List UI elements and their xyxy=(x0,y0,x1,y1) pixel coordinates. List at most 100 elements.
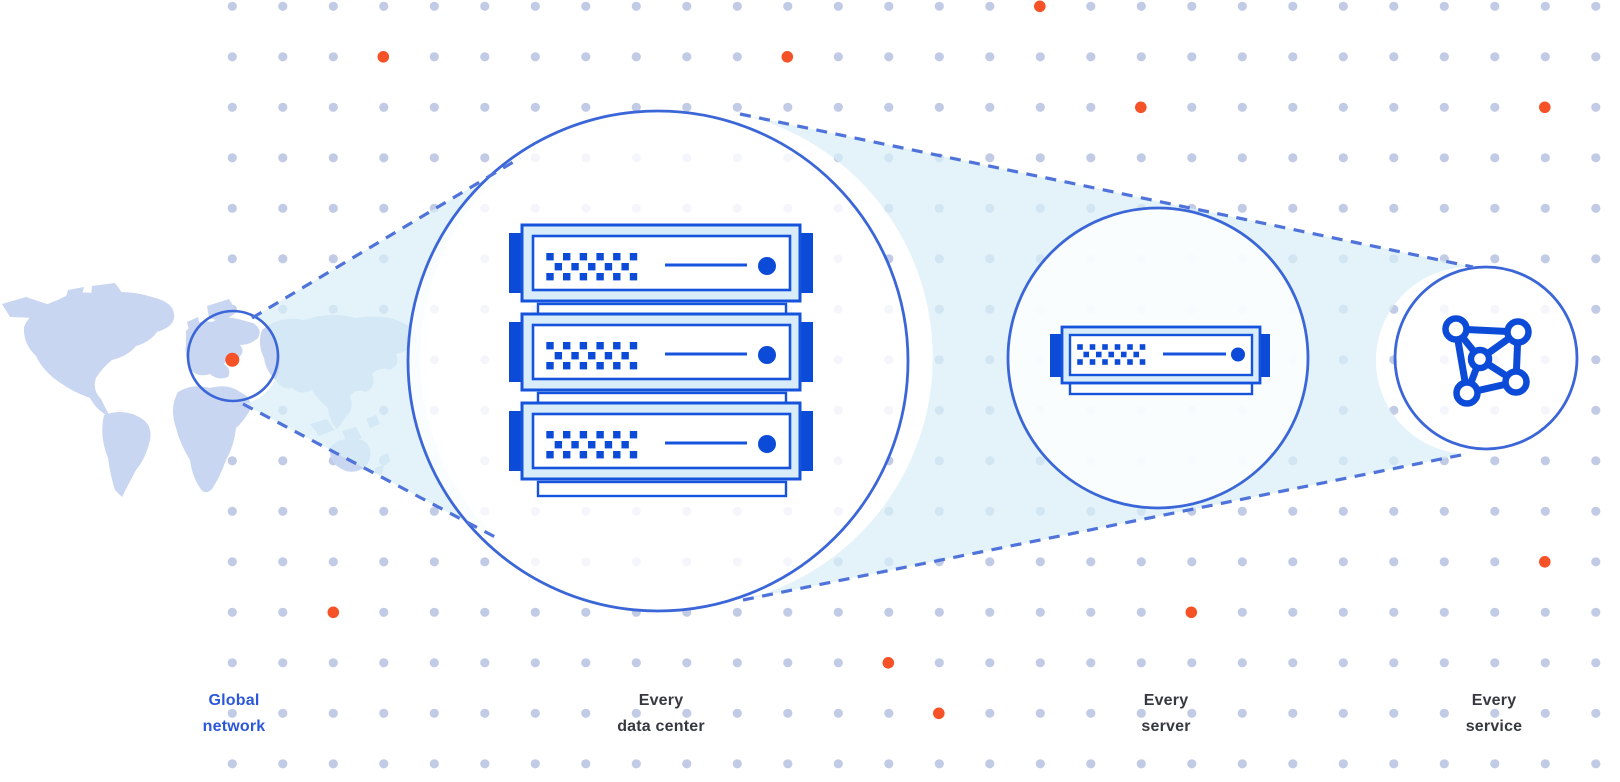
dither-pixel xyxy=(596,342,604,350)
grid-dot xyxy=(278,52,288,62)
grid-dot xyxy=(480,52,490,62)
grid-dot xyxy=(328,506,338,516)
grid-dot xyxy=(278,456,288,466)
grid-dot xyxy=(480,102,490,112)
grid-dot xyxy=(1187,708,1197,718)
grid-dot xyxy=(1540,52,1550,62)
accent-dot xyxy=(1185,606,1198,619)
grid-dot xyxy=(884,1,894,11)
grid-dot xyxy=(1237,102,1247,112)
grid-dot xyxy=(1439,708,1449,718)
grid-dot xyxy=(530,102,540,112)
grid-dot xyxy=(1490,1,1500,11)
dither-pixel xyxy=(613,431,621,439)
dither-pixel xyxy=(1083,351,1090,358)
dither-pixel xyxy=(1133,351,1140,358)
label-line: server xyxy=(1141,718,1191,735)
map-south-america xyxy=(102,411,151,497)
beam-map-to-datacenter xyxy=(243,158,520,538)
grid-dot xyxy=(1136,759,1146,769)
grid-dot xyxy=(429,557,439,567)
dither-pixel xyxy=(546,431,554,439)
grid-dot xyxy=(682,759,692,769)
grid-dot xyxy=(480,607,490,617)
server-led xyxy=(758,257,776,275)
grid-dot xyxy=(429,1,439,11)
grid-dot xyxy=(429,607,439,617)
dither-pixel xyxy=(1114,359,1121,365)
grid-dot xyxy=(833,759,843,769)
grid-dot xyxy=(1439,153,1449,163)
grid-dot xyxy=(1591,1,1601,11)
grid-dot xyxy=(1591,254,1601,264)
grid-dot xyxy=(732,708,742,718)
dither-pixel xyxy=(563,273,571,281)
grid-dot xyxy=(631,759,641,769)
grid-dot xyxy=(480,759,490,769)
grid-dot xyxy=(480,153,490,163)
dither-pixel xyxy=(571,263,579,271)
grid-dot xyxy=(682,1,692,11)
grid-dot xyxy=(1136,557,1146,567)
grid-dot xyxy=(278,506,288,516)
grid-dot xyxy=(1237,658,1247,668)
grid-dot xyxy=(227,102,237,112)
dither-pixel xyxy=(613,451,621,459)
grid-dot xyxy=(1035,153,1045,163)
grid-dot xyxy=(1086,708,1096,718)
grid-dot xyxy=(429,102,439,112)
grid-dot xyxy=(1490,708,1500,718)
dither-pixel xyxy=(579,253,588,261)
grid-dot xyxy=(1540,759,1550,769)
server-led xyxy=(758,346,776,364)
dither-pixel xyxy=(1114,344,1121,350)
grid-dot xyxy=(1490,759,1500,769)
grid-dot xyxy=(1591,102,1601,112)
grid-dot xyxy=(631,658,641,668)
label-every-server: Every server xyxy=(1046,688,1286,740)
dither-pixel xyxy=(571,441,579,449)
grid-dot xyxy=(1389,52,1399,62)
grid-dot xyxy=(1389,1,1399,11)
grid-dot xyxy=(682,708,692,718)
grid-dot xyxy=(1187,153,1197,163)
label-line: data center xyxy=(617,718,705,735)
grid-dot xyxy=(227,456,237,466)
grid-dot xyxy=(1035,557,1045,567)
grid-dot xyxy=(1591,708,1601,718)
grid-dot xyxy=(1439,52,1449,62)
grid-dot xyxy=(1439,102,1449,112)
dither-pixel xyxy=(629,362,638,370)
grid-dot xyxy=(530,1,540,11)
grid-dot xyxy=(1288,759,1298,769)
grid-dot xyxy=(1288,506,1298,516)
grid-dot xyxy=(1490,254,1500,264)
grid-dot xyxy=(1187,658,1197,668)
dither-pixel xyxy=(546,253,554,261)
grid-dot xyxy=(1035,759,1045,769)
grid-dot xyxy=(833,102,843,112)
grid-dot xyxy=(1338,607,1348,617)
grid-dot xyxy=(581,102,591,112)
dither-pixel xyxy=(554,352,563,360)
grid-dot xyxy=(278,153,288,163)
grid-dot xyxy=(1490,607,1500,617)
grid-dot xyxy=(328,557,338,567)
grid-dot xyxy=(985,1,995,11)
grid-dot xyxy=(328,658,338,668)
grid-dot xyxy=(934,607,944,617)
grid-dot xyxy=(1338,52,1348,62)
grid-dot xyxy=(1288,1,1298,11)
grid-dot xyxy=(227,153,237,163)
grid-dot xyxy=(1187,557,1197,567)
mesh-node xyxy=(1442,315,1470,343)
accent-dot xyxy=(781,51,794,63)
grid-dot xyxy=(1540,254,1550,264)
dither-pixel xyxy=(546,362,554,370)
mesh-spokes xyxy=(1452,325,1522,397)
grid-dot xyxy=(1237,1,1247,11)
dither-pixel xyxy=(1089,359,1096,365)
dither-pixel xyxy=(629,431,638,439)
grid-dot xyxy=(1237,708,1247,718)
grid-dot xyxy=(379,1,389,11)
